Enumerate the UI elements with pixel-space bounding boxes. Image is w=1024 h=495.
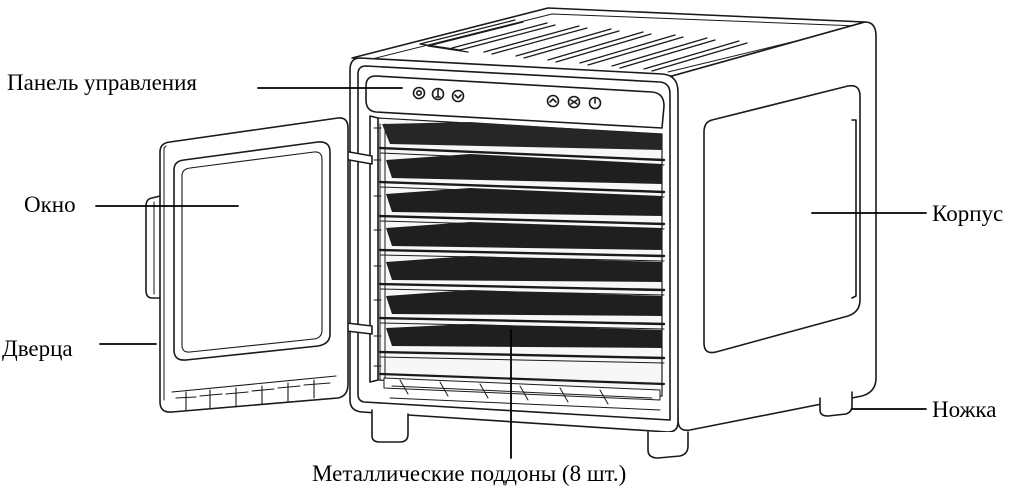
chevron-down-icon: [451, 89, 465, 103]
tray-8: [378, 372, 666, 411]
label-body: Корпус: [932, 201, 1004, 226]
foot-front-right: [647, 431, 689, 459]
leader-lines: [95, 87, 927, 459]
tray-5: [378, 256, 666, 296]
top-grille: [351, 7, 866, 77]
power-icon: [412, 86, 426, 100]
label-door: Дверца: [2, 336, 73, 361]
door-window: [173, 141, 331, 361]
tray-stack: [378, 122, 666, 411]
door-handle: [145, 195, 161, 299]
label-foot: Ножка: [932, 397, 997, 422]
label-window: Окно: [24, 192, 76, 217]
foot-front-left: [371, 409, 409, 443]
fan-icon: [567, 95, 581, 109]
chevron-up-icon: [546, 94, 560, 108]
door: [145, 117, 349, 413]
side-panel: [671, 21, 877, 432]
label-trays: Металлические поддоны (8 шт.): [312, 461, 627, 486]
control-panel: [365, 75, 665, 129]
rail-left: [373, 123, 386, 381]
tray-6: [378, 290, 666, 330]
label-control-panel: Панель управления: [7, 70, 198, 95]
power-button-icon: [588, 96, 602, 110]
light-icon: [431, 87, 445, 101]
door-bottom-grille: [171, 375, 337, 413]
tray-7: [378, 324, 666, 364]
